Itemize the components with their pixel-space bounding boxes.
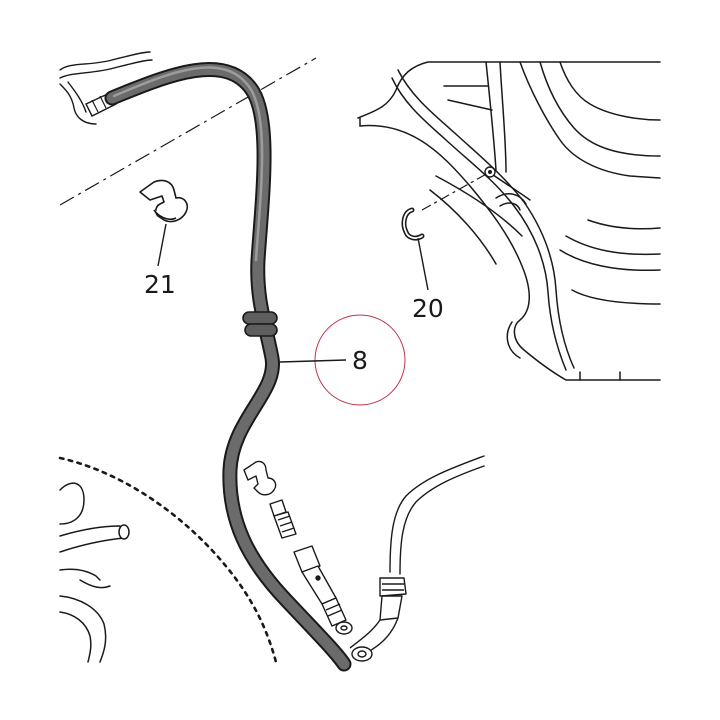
fluid-line-fitting — [349, 577, 407, 662]
clip-20-part-inner — [403, 209, 423, 239]
housing-assembly — [357, 61, 661, 381]
callout-label-8: 8 — [352, 346, 368, 375]
lower-left-assembly — [59, 482, 130, 663]
clamp-fitting — [243, 460, 277, 496]
clip-20-leader — [417, 237, 429, 291]
centerline-clip — [421, 171, 491, 211]
housing-fastener — [484, 166, 496, 178]
callout-label-21: 21 — [144, 270, 176, 299]
bracket-21-leader — [157, 223, 167, 267]
threaded-nipple — [269, 499, 297, 539]
hose-collar — [242, 311, 278, 337]
fluid-line-right — [389, 455, 485, 575]
callout-highlight-circle — [314, 314, 406, 406]
callout-label-20: 20 — [412, 294, 444, 323]
bracket-21-part — [139, 179, 189, 223]
bolt-with-nut — [293, 545, 353, 635]
hose-8-leader — [279, 359, 347, 363]
hose-8-highlight — [112, 66, 264, 262]
connector-hose-upper — [59, 51, 153, 125]
centerline-upper-left — [59, 57, 317, 206]
dotted-boundary-arc — [58, 456, 278, 664]
